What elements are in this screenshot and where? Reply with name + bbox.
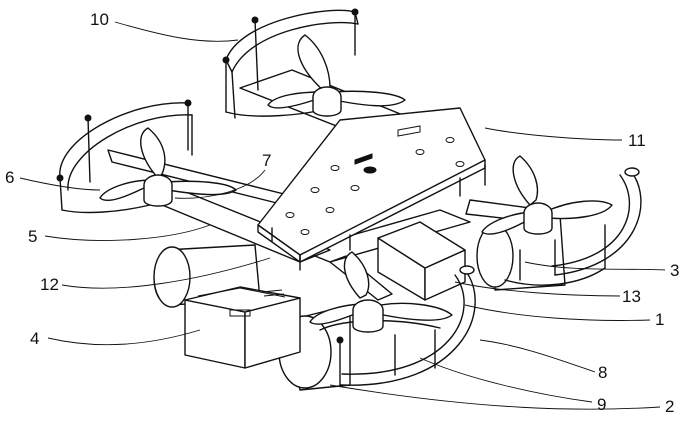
callout-3: 3 [670,261,679,280]
float-right [476,214,566,291]
propeller-front [309,251,453,333]
callout-8: 8 [598,363,607,382]
callout-9: 9 [597,395,606,414]
callout-labels: 10 11 6 7 5 3 12 13 1 4 8 9 2 [5,10,679,416]
propeller-left [99,127,237,207]
cover-plate [257,107,486,271]
rotor-guard-left [56,99,193,214]
callout-5: 5 [28,227,37,246]
payload-cube [377,221,466,301]
callout-13: 13 [622,287,641,306]
leader-lines [19,21,666,410]
callout-2: 2 [665,397,674,416]
rotor-guard-right [504,167,642,286]
callout-7: 7 [262,151,271,170]
callout-11: 11 [628,131,646,150]
callout-12: 12 [40,275,59,294]
callout-1: 1 [655,310,664,329]
callout-6: 6 [5,168,14,187]
callout-10: 10 [90,10,109,29]
battery-box [184,286,301,369]
propeller-top [267,34,406,117]
propeller-right [481,155,613,235]
callout-4: 4 [30,329,39,348]
